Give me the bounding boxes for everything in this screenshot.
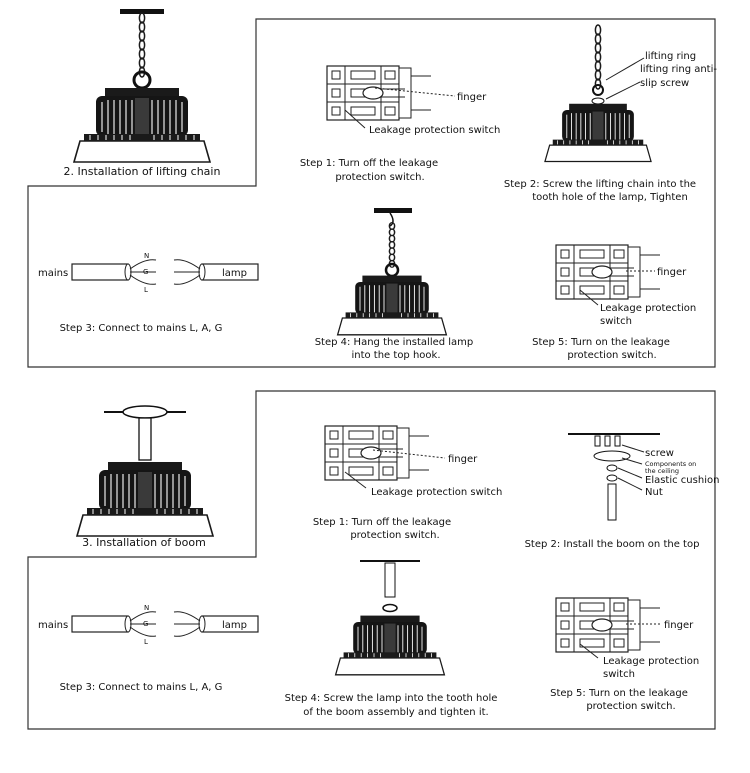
leakage-switch-icon [555, 244, 661, 300]
step1-group: finger Leakage protection switch Step 1:… [313, 425, 502, 541]
step2-group: lifting ring lifting ring anti- slip scr… [504, 24, 717, 203]
leakage-switch-icon [555, 597, 661, 653]
step1-group: finger Leakage protection switch Step 1:… [300, 65, 500, 183]
step5-group: finger Leakage protection switch Step 5:… [532, 244, 696, 361]
lamp-label: lamp [222, 268, 247, 279]
section-title: 2. Installation of lifting chain [64, 165, 221, 178]
lifting-ring-label: lifting ring [645, 51, 696, 62]
step4-line1: Step 4: Screw the lamp into the tooth ho… [285, 693, 498, 704]
section-boom: 3. Installation of boom finger Leakage p… [27, 390, 719, 730]
step5-line2: protection switch. [586, 701, 675, 712]
step5-line1: Step 5: Turn on the leakage [532, 337, 670, 348]
step5-line2: protection switch. [567, 350, 656, 361]
l-label: L [144, 286, 148, 294]
section-frame [27, 18, 716, 368]
components-label-2: the ceiling [645, 467, 679, 475]
switch-label-1: Leakage protection [603, 656, 699, 667]
step1-line2: protection switch. [335, 172, 424, 183]
leakage-switch-icon [324, 425, 430, 481]
g-label: G [143, 620, 148, 628]
anti-slip-label-2: slip screw [640, 78, 689, 89]
l-label: L [144, 638, 148, 646]
section-title: 3. Installation of boom [82, 536, 206, 549]
step4-line2: into the top hook. [351, 350, 440, 361]
finger-label: finger [457, 92, 487, 103]
step4-group: Step 4: Screw the lamp into the tooth ho… [285, 560, 498, 718]
step4-line1: Step 4: Hang the installed lamp [315, 337, 474, 348]
screw-label: screw [645, 448, 674, 459]
nut-label: Nut [645, 487, 663, 498]
elastic-cushion-label: Elastic cushion [645, 475, 719, 486]
step4-line2: of the boom assembly and tighten it. [303, 707, 488, 718]
anti-slip-label-1: lifting ring anti- [640, 64, 717, 75]
step2-group: screw Components on the ceiling Elastic … [525, 433, 719, 550]
section-frame [27, 390, 716, 730]
step2-line2: tooth hole of the lamp, Tighten [532, 192, 688, 203]
step4-group: Step 4: Hang the installed lamp into the… [315, 208, 474, 361]
step2-line1: Step 2: Screw the lifting chain into the [504, 179, 696, 190]
chain-lamp-illustration [73, 9, 211, 163]
step3-group: mains lamp N G L Step 3: Connect to main… [38, 604, 259, 693]
step1-line2: protection switch. [350, 530, 439, 541]
step1-line1: Step 1: Turn off the leakage [313, 517, 451, 528]
switch-label-1: Leakage protection [600, 303, 696, 314]
section-lifting-chain: 2. Installation of lifting chain finger … [27, 9, 717, 368]
g-label: G [143, 268, 148, 276]
finger-label: finger [664, 620, 694, 631]
lamp-label: lamp [222, 620, 247, 631]
switch-label-2: switch [600, 316, 632, 327]
mains-label: mains [38, 620, 68, 631]
step5-group: finger Leakage protection switch Step 5:… [550, 597, 699, 712]
boom-lamp-illustration [76, 405, 214, 537]
leakage-switch-icon [326, 65, 432, 121]
step3-group: mains lamp N G L Step 3: Connect to main… [38, 252, 259, 334]
step3-caption: Step 3: Connect to mains L, A, G [60, 682, 223, 693]
components-label-1: Components on [645, 460, 696, 468]
switch-label: Leakage protection switch [369, 125, 500, 136]
switch-label-2: switch [603, 669, 635, 680]
step5-line1: Step 5: Turn on the leakage [550, 688, 688, 699]
step3-caption: Step 3: Connect to mains L, A, G [60, 323, 223, 334]
step2-caption: Step 2: Install the boom on the top [525, 539, 700, 550]
step1-line1: Step 1: Turn off the leakage [300, 158, 438, 169]
finger-label: finger [448, 454, 478, 465]
n-label: N [144, 252, 149, 260]
n-label: N [144, 604, 149, 612]
finger-label: finger [657, 267, 687, 278]
mains-label: mains [38, 268, 68, 279]
switch-label: Leakage protection switch [371, 487, 502, 498]
